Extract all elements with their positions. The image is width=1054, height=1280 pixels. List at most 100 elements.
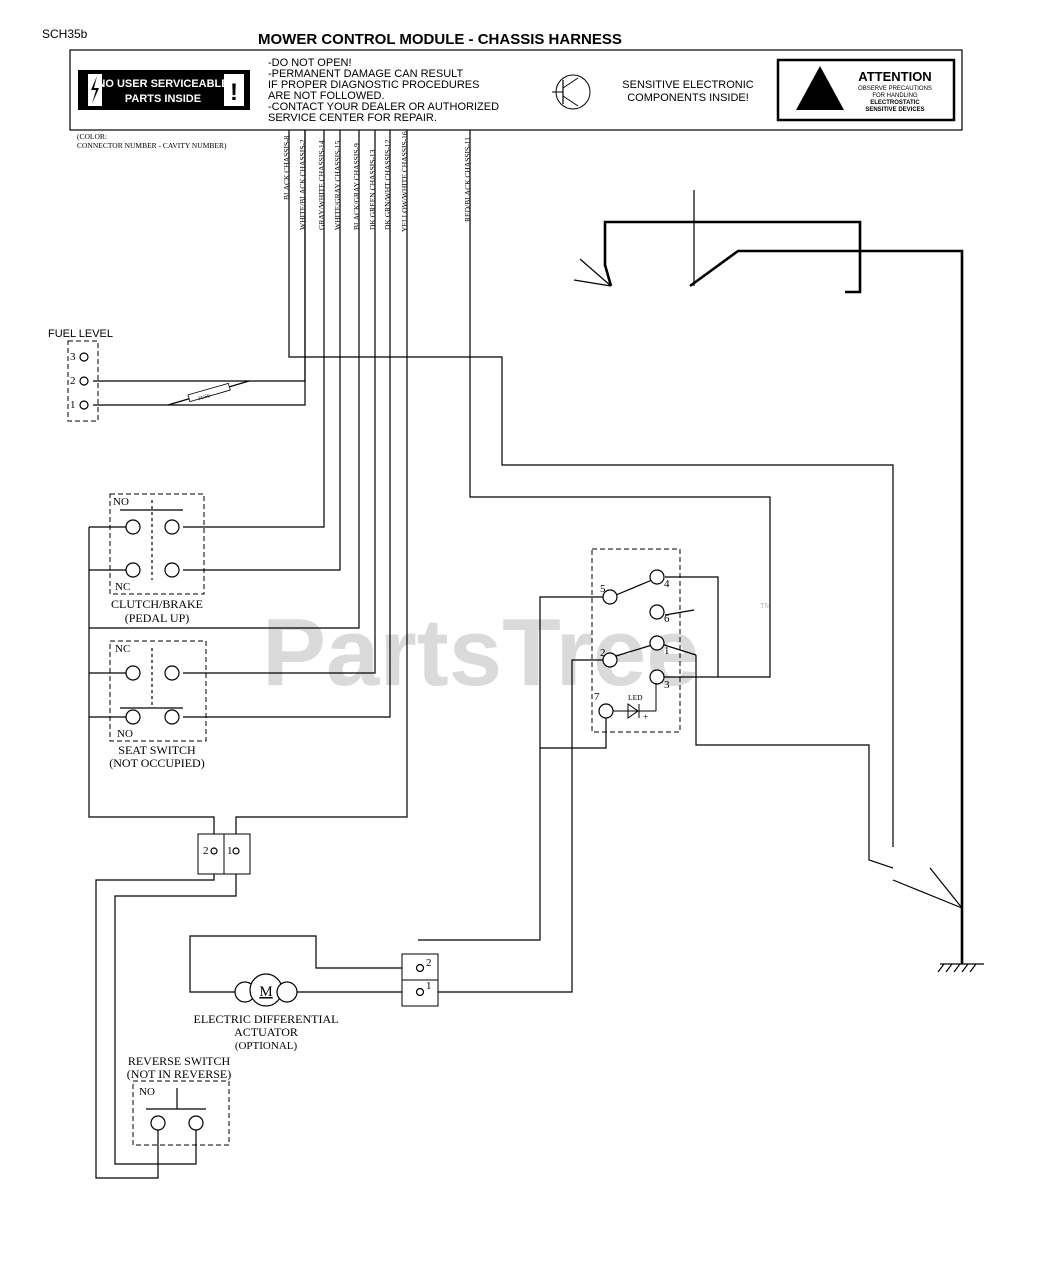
led-plus: +: [643, 712, 648, 722]
wire-blk-switch-ground: [695, 655, 894, 869]
wire-actuator-blk: [189, 935, 418, 993]
page-title: MOWER CONTROL MODULE - CHASSIS HARNESS: [258, 31, 622, 48]
fuse: [187, 382, 231, 403]
wire-battery-blk: [689, 249, 964, 964]
wire-wht-gry: [183, 130, 341, 571]
wire-blk-fuel-ground: [288, 130, 894, 847]
seat-label-2: (NOT OCCUPIED): [109, 756, 204, 770]
warning-note-2: -PERMANENT DAMAGE CAN RESULT: [268, 68, 463, 80]
fuse-label: FUSE: [198, 394, 211, 402]
color-key-line1: (COLOR:: [77, 132, 107, 141]
wire-battery-red: [603, 220, 862, 294]
wire-act-blk: [418, 750, 541, 941]
two-pin-2: 2: [203, 845, 209, 857]
fuel-pin-1: 1: [70, 399, 76, 411]
edsw-pin-5: 5: [600, 583, 606, 595]
edsw-pin-6: 6: [664, 613, 670, 625]
watermark: PartsTree: [262, 599, 700, 706]
actuator-label-2: ACTUATOR: [234, 1025, 298, 1039]
seat-nc: NC: [115, 643, 130, 655]
seat-switch: NC NO: [109, 640, 207, 742]
two-pin-1: 1: [227, 845, 233, 857]
harness-wire-wht-gry-15: WHITE/GRAY CHASSIS-15: [333, 141, 342, 230]
fuel-pin-3: 3: [70, 351, 76, 363]
electric-differential-actuator: M: [234, 973, 298, 1007]
wire-reverse-left: [95, 851, 215, 1179]
wire-dk-grn: [183, 130, 376, 674]
reverse-label-2: (NOT IN REVERSE): [127, 1067, 231, 1081]
seat-no: NO: [117, 728, 133, 740]
harness-wire-blk-gry-9: BLACK/GRAY CHASSIS-9: [352, 143, 361, 230]
harness-wire-red-blk-11: RED/BLACK CHASSIS-11: [463, 137, 472, 222]
esd-warning-icon: [796, 66, 844, 110]
seat-label-1: SEAT SWITCH: [118, 743, 196, 757]
edsw-pin-1: 1: [664, 645, 670, 657]
wires: FUSE: [88, 130, 984, 1179]
actuator-connector: 2 1: [401, 953, 439, 1007]
clutch-label-1: CLUTCH/BRAKE: [111, 597, 203, 611]
edsw-pin-7: 7: [594, 691, 600, 703]
wire-yel-wht: [235, 130, 408, 851]
actuator-label-3: (OPTIONAL): [235, 1040, 298, 1052]
reverse-no: NO: [139, 1086, 155, 1098]
warning-note-6: SERVICE CENTER FOR REPAIR.: [268, 112, 437, 124]
harness-wire-labels: BLACK CHASSIS-8 WHITE/BLACK CHASSIS-2 GR…: [282, 131, 472, 232]
wire-dk-grn-wht: [183, 130, 391, 718]
wire-dash-2: [579, 258, 612, 287]
wire-wht-blk-fuel: [93, 130, 306, 382]
motor-icon: M: [259, 984, 272, 1000]
attention-label: ATTENTION OBSERVE PRECAUTIONS FOR HANDLI…: [776, 58, 956, 122]
warning-note-3: IF PROPER DIAGNOSTIC PROCEDURES: [268, 79, 479, 91]
harness-wire-yel-wht-16: YELLOW/WHITE CHASSIS-16: [400, 131, 409, 232]
warning-note-4: ARE NOT FOLLOWED.: [268, 90, 385, 102]
clutch-label-2: (PEDAL UP): [125, 611, 190, 625]
led-icon: [613, 683, 657, 719]
clutch-no: NO: [113, 496, 129, 508]
edsw-pin-2: 2: [600, 647, 606, 659]
clutch-brake-switch: NO NC: [109, 493, 205, 595]
lightning-icon: [91, 76, 99, 104]
color-key-line2: CONNECTOR NUMBER - CAVITY NUMBER): [77, 141, 227, 150]
electric-differential-switch: 5 4 6 1 2 3 7 LED +: [591, 548, 681, 733]
sensitive-line1: SENSITIVE ELECTRONIC: [622, 79, 753, 91]
wire-engine-1: [573, 279, 612, 287]
wire-blk-gry: [89, 130, 360, 629]
harness-wire-gry-wht-14: GRAY/WHITE CHASSIS-14: [317, 140, 326, 230]
badge-line1: NO USER SERVICEABLE: [97, 78, 228, 90]
diagram-code: SCH35b: [42, 27, 88, 41]
no-user-serviceable-badge: [78, 70, 250, 110]
harness-wire-dk-grn-13: DK GREEN CHASSIS-13: [368, 149, 377, 230]
warning-note-1: -DO NOT OPEN!: [268, 57, 352, 69]
reverse-label-1: REVERSE SWITCH: [128, 1054, 231, 1068]
exclamation-icon: !: [230, 79, 238, 106]
wire-act-red: [418, 659, 603, 993]
act-pin-1: 1: [426, 980, 432, 992]
badge-line2: PARTS INSIDE: [125, 93, 201, 105]
sensitive-line2: COMPONENTS INSIDE!: [627, 92, 749, 104]
wire-reverse-right: [114, 851, 237, 1165]
wire-gry-wht: [183, 130, 325, 528]
harness-wire-dk-grn-wht-12: DK GRN/WHT CHASSIS-12: [383, 139, 392, 230]
transistor-icon: [552, 74, 591, 110]
harness-wire-wht-blk-2: WHITE/BLACK CHASSIS-2: [298, 139, 307, 230]
fuel-level-sender: 3 2 1: [67, 340, 99, 422]
two-pin-connector: 2 1: [197, 833, 251, 875]
actuator-label-1b: ELECTRIC DIFFERENTIAL: [194, 1012, 339, 1026]
wire-red-blk: [469, 130, 771, 678]
wire-blk-gry-bus: [88, 527, 215, 851]
warning-box: ! NO USER SERVICEABLE PARTS INSIDE -DO N…: [69, 49, 963, 131]
attention-title: ATTENTION: [858, 69, 931, 84]
attention-line2: FOR HANDLING: [872, 93, 918, 99]
reverse-switch: NO: [132, 1080, 230, 1146]
attention-line1: OBSERVE PRECAUTIONS: [858, 86, 932, 92]
clutch-nc: NC: [115, 581, 130, 593]
led-label: LED: [628, 693, 643, 702]
fuel-level-label: FUEL LEVEL: [48, 328, 113, 340]
edsw-pin-3: 3: [664, 679, 670, 691]
warning-note-5: -CONTACT YOUR DEALER OR AUTHORIZED: [268, 101, 499, 113]
wire-red-wht-fuel: [93, 130, 306, 406]
harness-wire-black-8: BLACK CHASSIS-8: [282, 135, 291, 200]
fuel-pin-2: 2: [70, 375, 76, 387]
act-pin-2: 2: [426, 957, 432, 969]
